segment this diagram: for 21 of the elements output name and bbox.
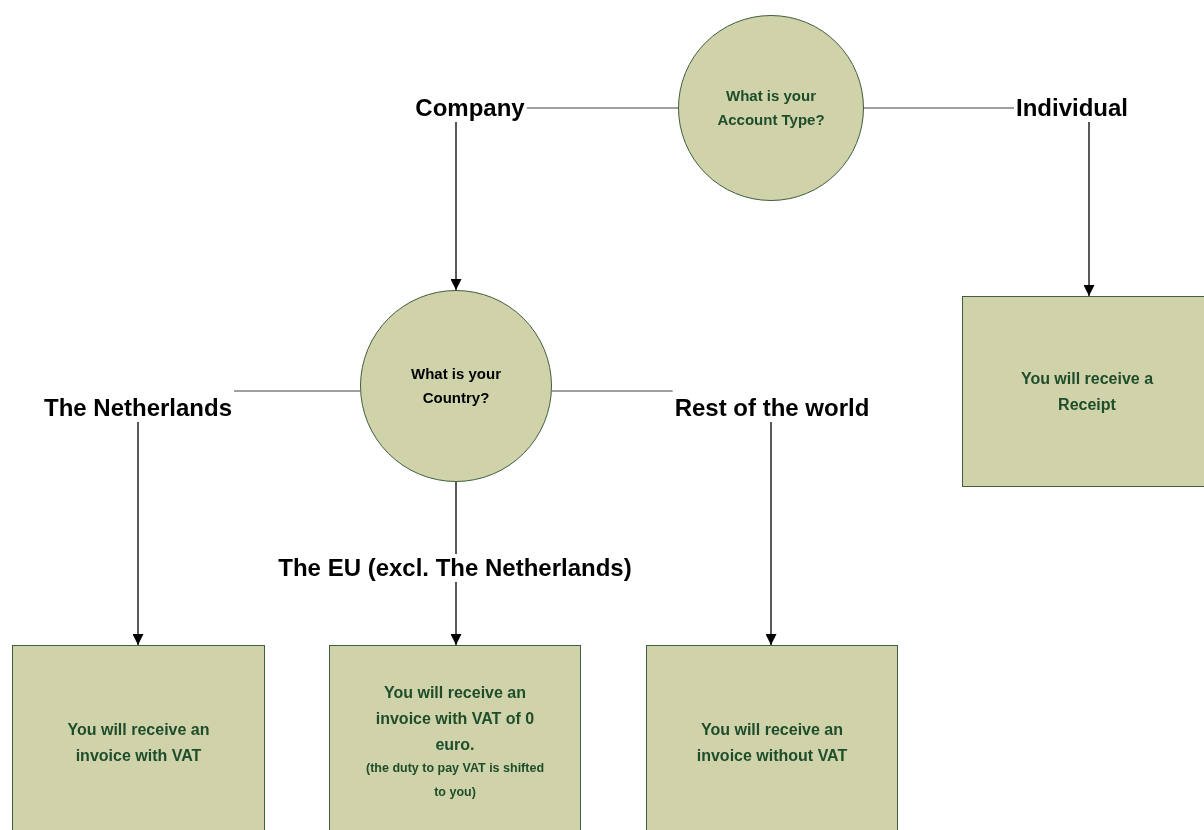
arrow — [450, 121, 462, 291]
result-text: You will receive a Receipt — [1019, 368, 1155, 415]
connector-line — [455, 481, 457, 555]
arrow — [450, 581, 462, 646]
question-text: What is your Country? — [410, 364, 502, 408]
result-text: You will receive an invoice with VAT of 0 euro. — [374, 683, 536, 755]
arrow — [132, 421, 144, 646]
connector-line — [233, 390, 361, 392]
result-box — [12, 645, 265, 830]
arrow — [1083, 121, 1095, 297]
result-box — [962, 296, 1204, 487]
connector-line — [863, 107, 1015, 109]
result-text: You will receive an invoice without VAT — [695, 719, 849, 766]
result-box — [646, 645, 898, 830]
arrow — [765, 421, 777, 646]
note-text: (the duty to pay VAT is shifted to you) — [366, 760, 544, 801]
connector-line — [551, 390, 674, 392]
result-text: You will receive an invoice with VAT — [66, 719, 211, 766]
question-text: What is your Account Type? — [716, 86, 826, 130]
connector-line — [526, 107, 679, 109]
result-box — [329, 645, 581, 830]
